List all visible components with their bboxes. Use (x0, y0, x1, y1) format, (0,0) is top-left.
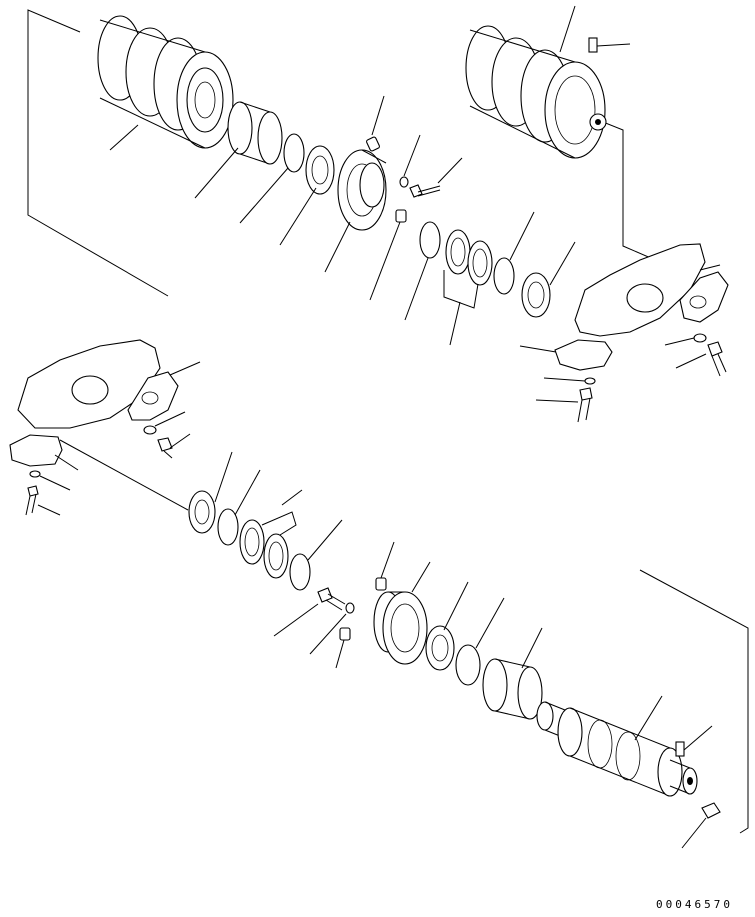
washer-small-top (399, 134, 421, 188)
bracket-left (17, 339, 201, 429)
plug-lower-2 (335, 627, 351, 669)
washer-left (143, 411, 186, 435)
seal-lower-pair (239, 489, 303, 579)
pin-shaft (675, 725, 713, 757)
shaft (536, 695, 698, 797)
collar-top (324, 149, 387, 273)
seal-top-right (521, 241, 576, 318)
plug-lower (375, 541, 395, 591)
bolt-top (409, 157, 463, 198)
ring-top-3 (493, 211, 535, 295)
bracket-right (574, 243, 729, 337)
ring-top-2 (404, 221, 441, 321)
collar-lower (373, 561, 431, 665)
bushing-top (194, 101, 283, 199)
bolt-left (157, 433, 191, 459)
ring-lower-2 (289, 519, 343, 591)
washer-right (664, 333, 707, 346)
reference-code: 00046570 (656, 898, 733, 911)
plug-top (366, 95, 385, 152)
bolt-right-2 (535, 387, 593, 423)
bolt-left-2 (25, 485, 61, 516)
plug-top-2 (369, 209, 407, 301)
plug-shaft (681, 802, 721, 849)
washer-right-2 (543, 377, 596, 385)
bushing-lower (482, 627, 543, 720)
frame-lines-top (27, 9, 749, 834)
ring-lower-1 (217, 469, 261, 546)
pin-top-right (588, 37, 631, 53)
bolt-lower (273, 587, 346, 637)
washer-small-lower (309, 602, 355, 655)
washer-top (279, 145, 335, 246)
cap-right (519, 339, 613, 371)
track-roller-left (97, 15, 234, 149)
track-roller-right (465, 5, 607, 159)
ring-top-1 (239, 133, 305, 224)
washer-left-2 (29, 470, 71, 491)
washer-lower (425, 581, 469, 671)
seal-top-pair (443, 229, 493, 346)
ring-lower-3 (455, 597, 505, 686)
seal-lower-left (188, 451, 233, 534)
bolt-right (675, 341, 727, 377)
cap-left (9, 434, 79, 471)
assembly-line-mid (59, 439, 189, 511)
